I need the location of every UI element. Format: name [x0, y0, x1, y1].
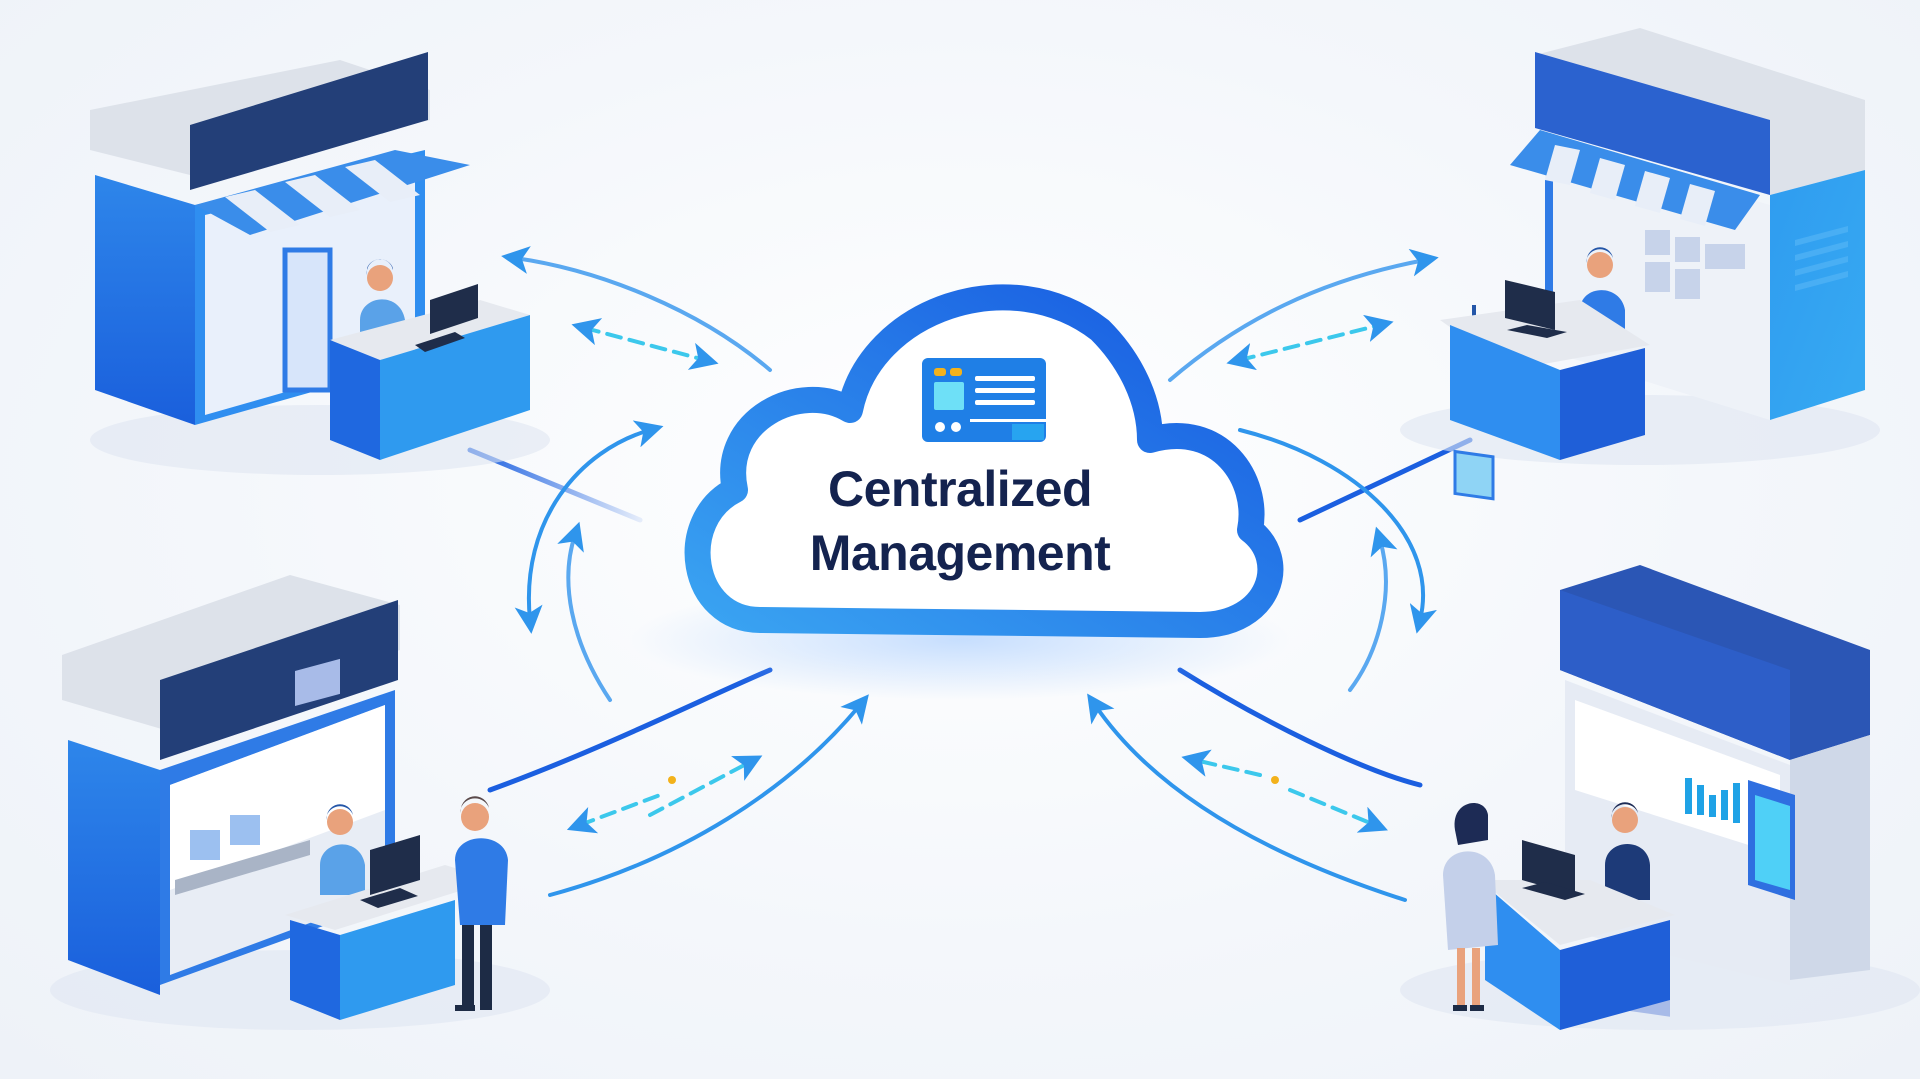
monitor — [430, 284, 478, 334]
awning — [195, 150, 470, 235]
store-sign — [1535, 52, 1770, 195]
store-top-left — [90, 52, 550, 475]
info-board — [295, 658, 340, 706]
cloud-hub — [630, 284, 1290, 700]
connection-bottom-right — [1087, 667, 1423, 902]
door — [282, 247, 333, 393]
customer-person — [455, 796, 508, 1011]
cloud-title-line2: Management — [809, 525, 1111, 581]
monitor — [1505, 280, 1555, 330]
dashboard-window-icon — [922, 358, 1046, 442]
connection-top-left — [467, 246, 772, 702]
monitor — [370, 835, 420, 895]
store-bottom-left — [50, 575, 550, 1030]
cloud-shape — [684, 284, 1284, 638]
cloud-title-line1: Centralized — [827, 461, 1093, 517]
store-sign — [160, 600, 398, 760]
connection-bottom-left — [487, 667, 869, 897]
store-bottom-right — [1400, 565, 1920, 1030]
store-top-right — [1400, 28, 1880, 501]
connection-top-right — [1168, 248, 1473, 692]
store-sign — [190, 52, 428, 190]
clerk-person — [320, 804, 365, 895]
bar-chart — [1685, 778, 1740, 823]
monitor — [1522, 840, 1575, 895]
awning — [1510, 130, 1760, 230]
customer-person — [1443, 803, 1498, 1011]
shelves — [1645, 230, 1745, 299]
clerk-person — [1605, 802, 1650, 900]
store-sign — [1560, 590, 1790, 760]
